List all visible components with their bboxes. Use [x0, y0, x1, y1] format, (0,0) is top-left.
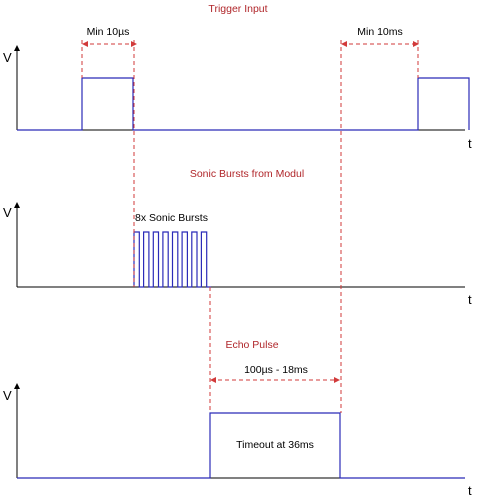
- trigger-title: Trigger Input: [208, 3, 267, 15]
- echo-t-label: t: [468, 483, 472, 498]
- echo-panel: Echo Pulse V t 100µs - 18ms Timeout at 3…: [3, 339, 472, 498]
- timeout-label: Timeout at 36ms: [236, 439, 314, 451]
- trigger-waveform: [17, 77, 470, 131]
- min-10us-label: Min 10µs: [87, 26, 130, 38]
- echo-v-label: V: [3, 388, 12, 403]
- bursts-title: Sonic Bursts from Modul: [190, 168, 304, 180]
- bursts-panel: Sonic Bursts from Modul V t 8x Sonic Bur…: [3, 168, 472, 307]
- burst-waveform: [133, 231, 211, 288]
- echo-waveform: [17, 412, 465, 479]
- trigger-v-label: V: [3, 50, 12, 65]
- bursts-v-label: V: [3, 205, 12, 220]
- trigger-t-label: t: [468, 136, 472, 151]
- min-10ms-label: Min 10ms: [357, 26, 403, 38]
- burst-pulses: [133, 231, 211, 288]
- trigger-panel: Trigger Input V t Min 10µs Min 10ms: [3, 3, 472, 151]
- sonic-bursts-label: 8x Sonic Bursts: [135, 212, 208, 224]
- guide-lines: [81, 40, 419, 413]
- range-label: 100µs - 18ms: [244, 364, 308, 376]
- bursts-t-label: t: [468, 292, 472, 307]
- echo-title: Echo Pulse: [225, 339, 278, 351]
